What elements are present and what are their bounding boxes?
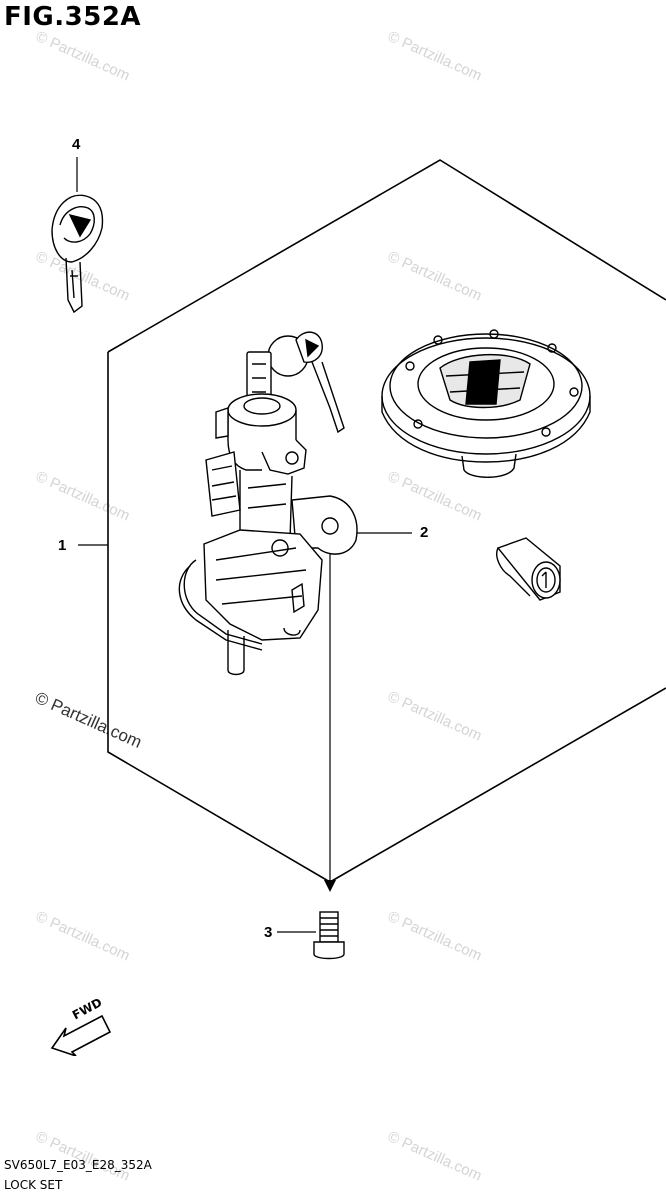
leader-lines <box>76 157 412 933</box>
callout-3: 3 <box>264 924 273 941</box>
callout-2: 2 <box>420 524 429 541</box>
key-illustration <box>51 194 104 314</box>
callout-4: 4 <box>72 136 81 153</box>
callout-1: 1 <box>58 537 67 554</box>
fuel-cap-illustration <box>381 329 591 478</box>
figure-title: FIG.352A <box>4 2 142 32</box>
forward-arrow-icon <box>50 1014 112 1056</box>
leader-arrow-head <box>324 880 336 892</box>
diagram-code: SV650L7_E03_E28_352A <box>4 1158 152 1172</box>
lock-set-box-outline <box>107 159 666 883</box>
diagram-caption: LOCK SET <box>4 1178 63 1192</box>
seat-lock-cylinder-illustration <box>496 537 561 601</box>
bolt-illustration <box>313 911 345 960</box>
ignition-switch-illustration <box>178 331 358 676</box>
